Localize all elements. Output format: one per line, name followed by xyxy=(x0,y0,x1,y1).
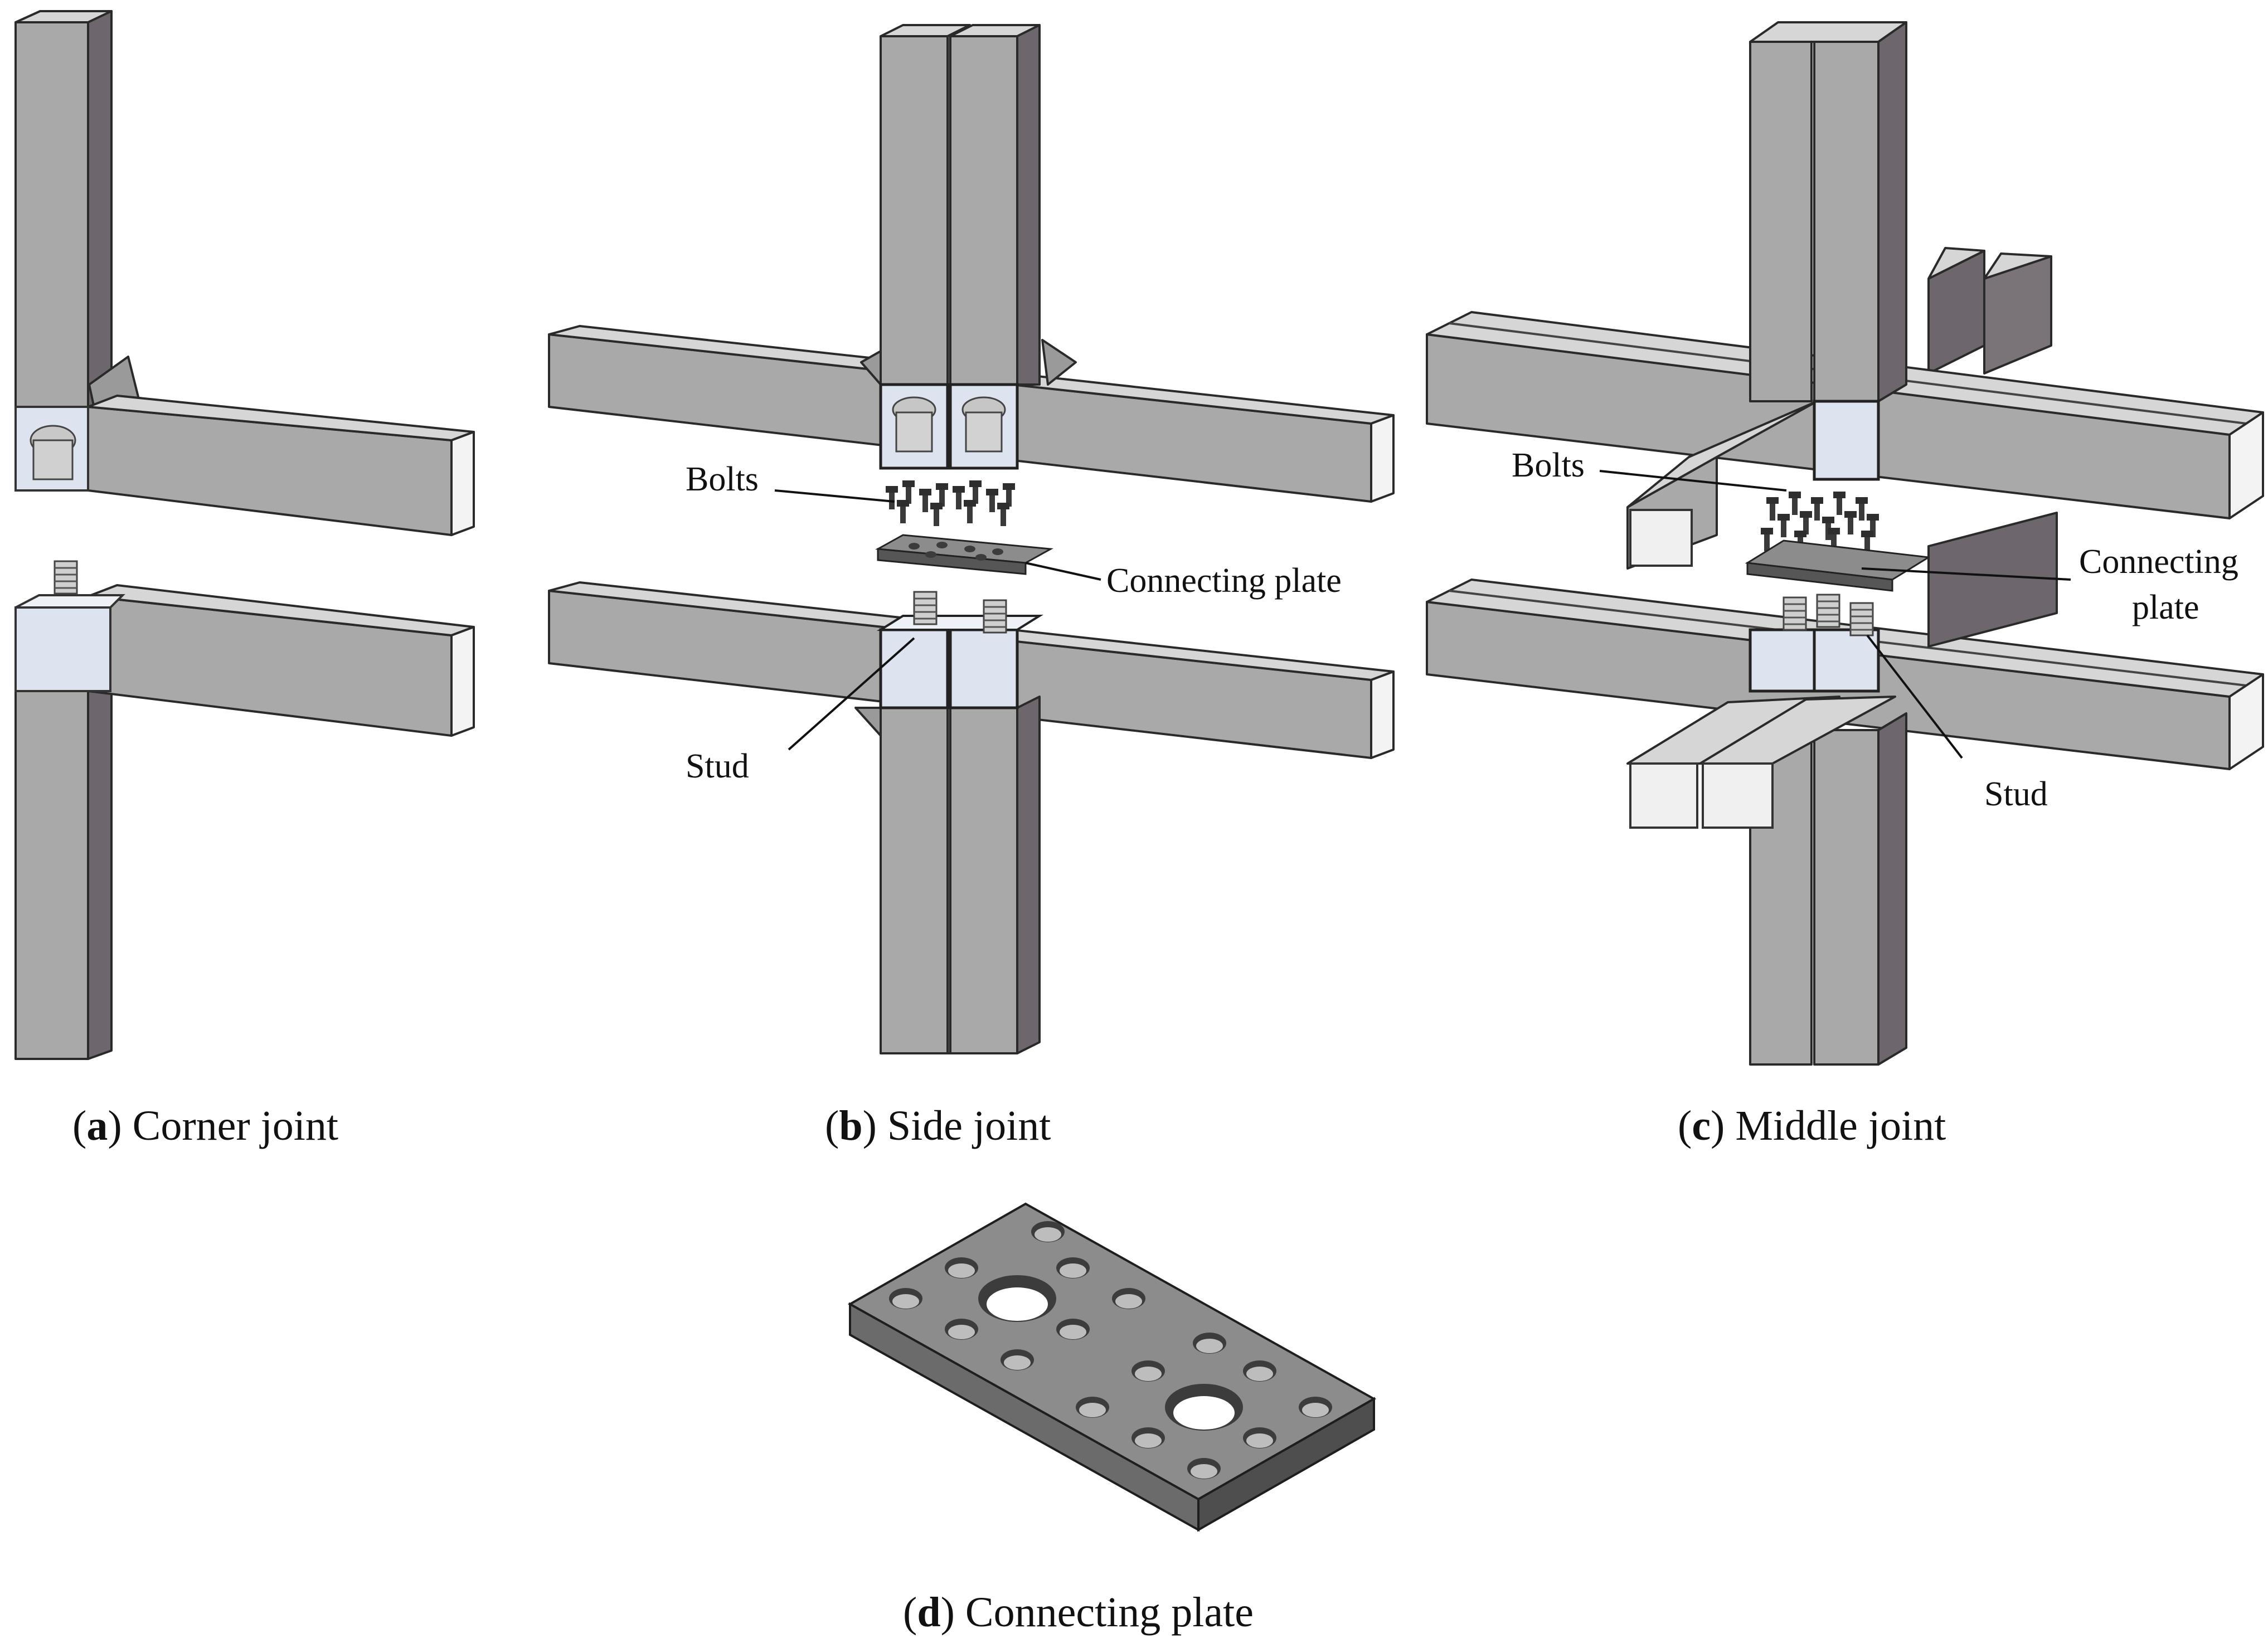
upper-column xyxy=(14,10,113,492)
connection-box-upper xyxy=(1813,400,1880,481)
bolts-group xyxy=(886,480,1015,526)
caption-c-letter: c xyxy=(1692,1102,1711,1149)
label-connecting-plate-c-line1: Connecting xyxy=(2079,543,2238,581)
leader-stud xyxy=(1866,634,1963,759)
connecting-plate-medium xyxy=(1745,539,1931,592)
connection-boxes-upper xyxy=(879,383,1019,470)
label-connecting-plate-c-line2: plate xyxy=(2132,589,2199,626)
connection-box-upper xyxy=(14,406,89,492)
upper-columns xyxy=(1749,21,1907,402)
large-hole-lower xyxy=(1165,1384,1243,1431)
leader-bolts xyxy=(774,489,895,503)
caption-a: (a) Corner joint xyxy=(72,1102,338,1149)
panel-a-corner-joint xyxy=(14,10,475,1060)
leader-connecting-plate xyxy=(1861,567,2071,581)
caption-b-title: Side joint xyxy=(887,1102,1051,1149)
front-lower-beams xyxy=(1626,696,1896,829)
caption-d-title: Connecting plate xyxy=(965,1589,1254,1636)
caption-c-title: Middle joint xyxy=(1735,1102,1946,1149)
lower-columns xyxy=(880,696,1041,1054)
caption-d: (d) Connecting plate xyxy=(903,1589,1254,1636)
connecting-plate-small xyxy=(875,534,1053,575)
large-hole-upper xyxy=(978,1275,1056,1322)
panel-b-side-joint xyxy=(548,24,1395,1054)
label-stud-b: Stud xyxy=(686,747,749,785)
caption-b: (b) Side joint xyxy=(825,1102,1051,1149)
caption-b-letter: b xyxy=(839,1102,862,1149)
gusset-plate xyxy=(1041,339,1077,386)
caption-a-letter: a xyxy=(86,1102,108,1149)
connection-box-lower xyxy=(14,560,125,692)
gusset-plate xyxy=(860,350,882,386)
transverse-beam-right xyxy=(1927,512,2058,648)
panel-d-connecting-plate xyxy=(847,1202,1377,1532)
leader-stud xyxy=(788,637,915,751)
leader-connecting-plate xyxy=(1025,562,1101,581)
plate-holes xyxy=(889,1221,1332,1479)
label-bolts-b: Bolts xyxy=(686,460,759,498)
connection-boxes-lower xyxy=(877,591,1043,709)
gusset-plate xyxy=(854,707,882,737)
connection-boxes-lower xyxy=(1749,594,1880,693)
lower-column xyxy=(14,679,113,1060)
panel-c-middle-joint xyxy=(1426,21,2264,1066)
upper-columns xyxy=(880,24,1041,386)
label-bolts-c: Bolts xyxy=(1512,446,1585,484)
label-stud-c: Stud xyxy=(1984,775,2048,813)
lower-beam xyxy=(87,584,475,737)
caption-c: (c) Middle joint xyxy=(1678,1102,1946,1149)
caption-a-title: Corner joint xyxy=(133,1102,338,1149)
caption-d-letter: d xyxy=(917,1589,940,1636)
plate-side-face xyxy=(1197,1397,1375,1532)
leader-bolts xyxy=(1599,470,1787,492)
front-upper-beam xyxy=(1626,400,1818,570)
rear-beams xyxy=(1927,247,2052,375)
label-connecting-plate-b: Connecting plate xyxy=(1106,562,1342,600)
upper-beam xyxy=(87,395,475,536)
